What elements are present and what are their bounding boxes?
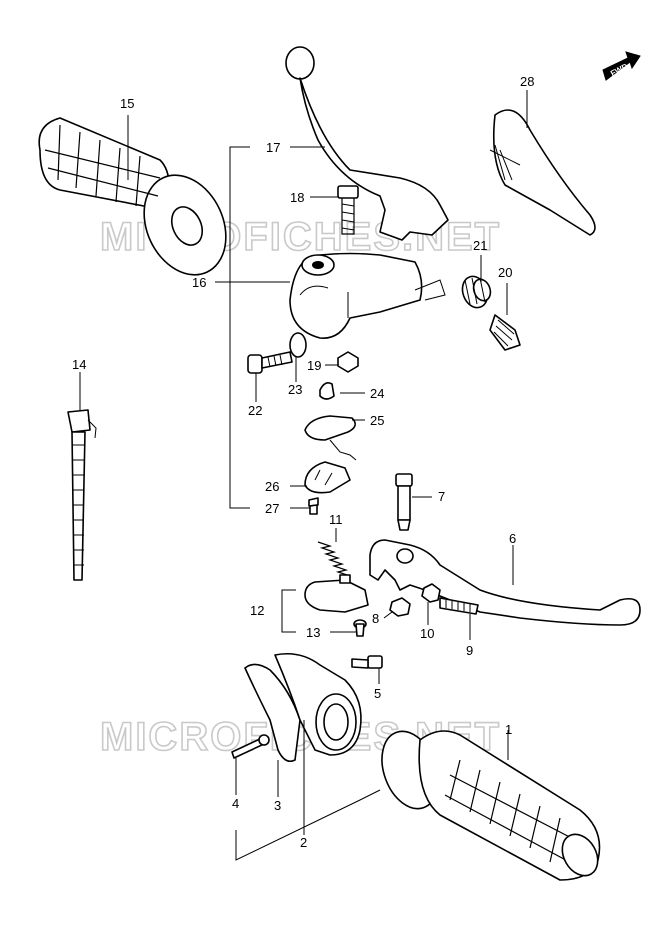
screw-4 [231,734,270,759]
callout-28: 28 [520,74,534,89]
lever-6 [369,539,641,626]
screw-13 [353,619,367,637]
callout-11: 11 [329,512,343,527]
callout-17: 17 [266,140,280,155]
spring-11 [317,541,351,577]
bolt-9 [439,597,479,615]
nut-19 [337,351,359,373]
leader-lines [79,90,528,835]
screw-27 [308,497,319,515]
switch-housing-3 [244,663,301,763]
callout-23: 23 [288,382,302,397]
nut-10 [421,583,441,603]
callout-24: 24 [370,386,384,401]
group-bracket-17 [229,146,250,509]
washer-23 [289,332,307,358]
nut-8 [389,597,411,617]
left-grip-15 [38,117,227,276]
adjuster-nut-21 [461,275,492,309]
callout-10: 10 [420,626,434,641]
adjuster-bolt-20 [489,314,521,351]
callout-5: 5 [374,686,381,701]
lever-cover-28 [489,109,596,236]
cable-tie-14 [67,409,97,581]
screw-5 [351,655,383,669]
switch-12 [304,574,369,613]
callout-19: 19 [307,358,321,373]
callout-15: 15 [120,96,134,111]
callout-7: 7 [438,489,445,504]
callout-9: 9 [466,643,473,658]
throttle-housing-2 [274,652,362,756]
fwd-arrow-icon: FWD [602,51,641,81]
callout-3: 3 [274,798,281,813]
callout-6: 6 [509,531,516,546]
callout-4: 4 [232,796,239,811]
callout-12: 12 [250,603,264,618]
switch-26 [304,461,351,494]
callout-18: 18 [290,190,304,205]
callout-21: 21 [473,238,487,253]
group-bracket-12 [281,589,296,633]
pivot-bolt-7 [395,473,413,531]
callout-20: 20 [498,265,512,280]
bolt-22 [247,351,293,374]
callout-16: 16 [192,275,206,290]
callout-8: 8 [372,611,379,626]
callout-14: 14 [72,357,86,372]
plate-25 [304,415,357,461]
callout-27: 27 [265,501,279,516]
clip-24 [319,382,335,400]
callout-25: 25 [370,413,384,428]
callout-2: 2 [300,835,307,850]
lever-holder-16 [289,252,446,339]
lever-17 [285,46,449,241]
callout-26: 26 [265,479,279,494]
callout-22: 22 [248,403,262,418]
group-bracket-2 [235,789,381,861]
callout-1: 1 [505,722,512,737]
right-grip-1 [381,730,601,881]
bolt-18 [337,185,359,235]
callout-13: 13 [306,625,320,640]
